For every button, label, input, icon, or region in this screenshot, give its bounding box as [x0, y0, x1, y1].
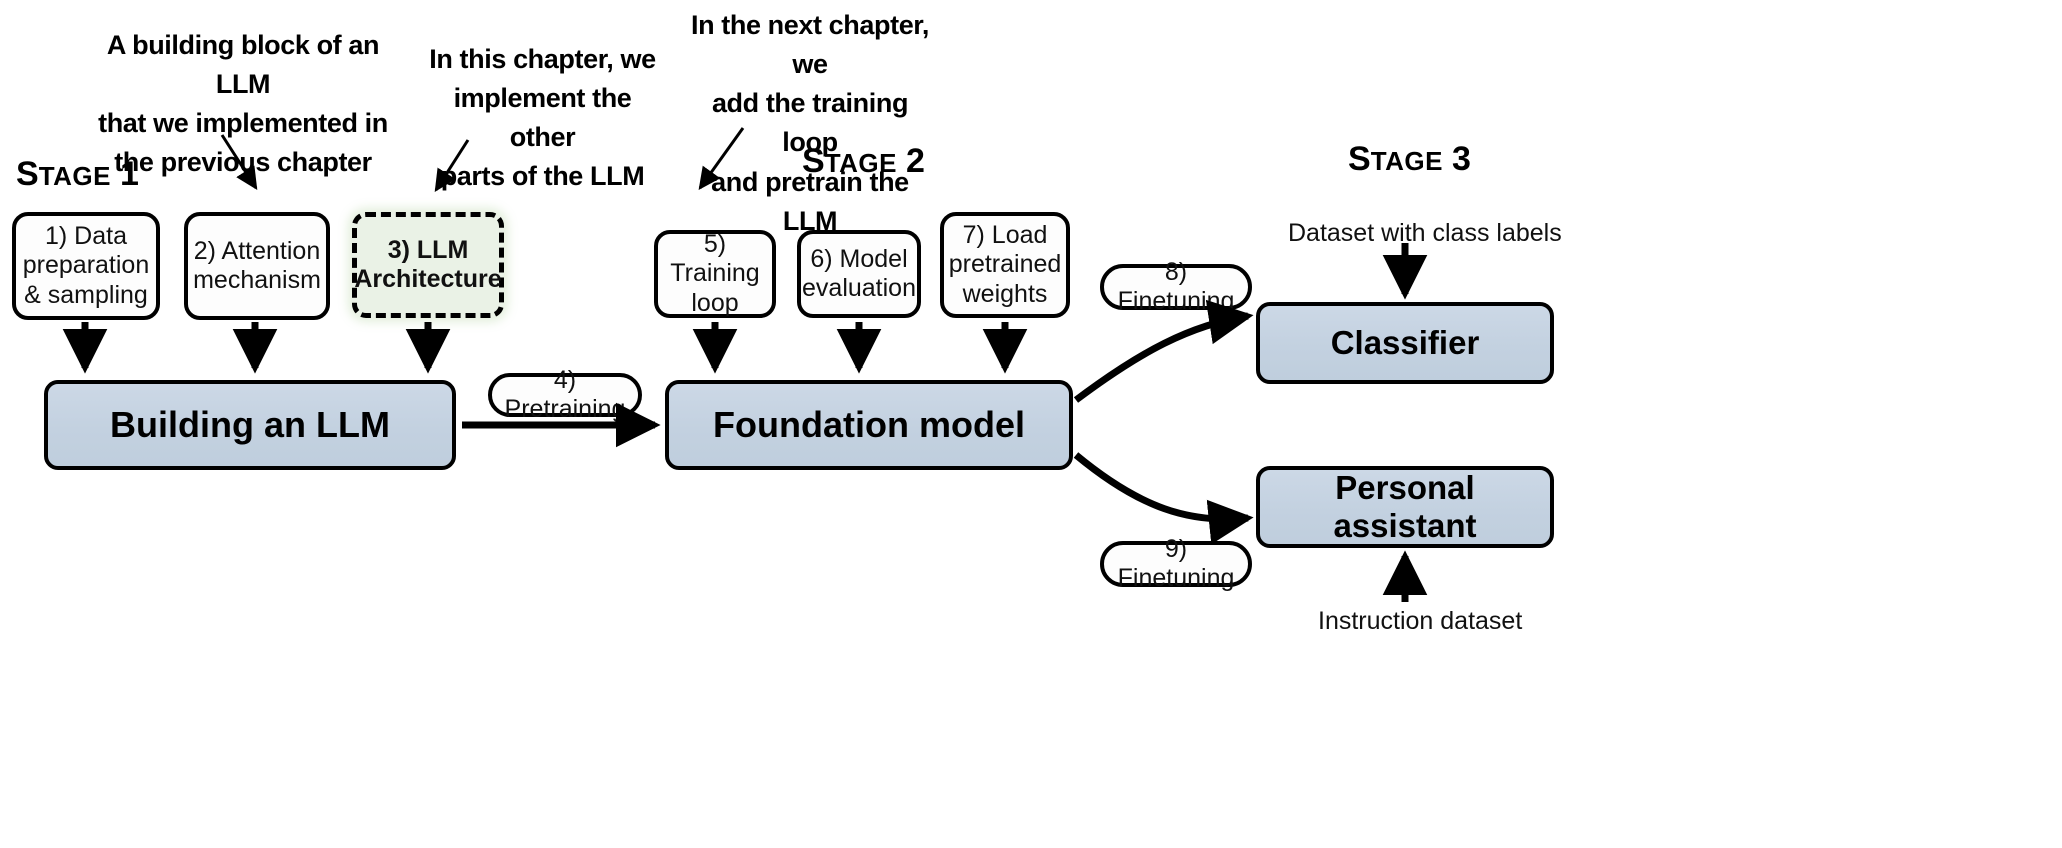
stage-1-number: 1: [119, 155, 139, 193]
callout-building-block: A building block of an LLM that we imple…: [98, 30, 388, 178]
outcome-box-foundation-model[interactable]: Foundation model: [665, 380, 1073, 470]
caption-dataset-with-class-labels: Dataset with class labels: [1288, 219, 1562, 247]
outcome-box-building-an-llm[interactable]: Building an LLM: [44, 380, 456, 470]
stage-2-word: TAGE: [824, 148, 897, 178]
stage-2-initial: S: [802, 142, 825, 180]
callout-next-chapter: In the next chapter, we add the training…: [690, 10, 930, 236]
outcome-box-classifier[interactable]: Classifier: [1256, 302, 1554, 384]
step-box-8-finetuning[interactable]: 8) Finetuning: [1100, 258, 1252, 315]
stage-2-heading: S TAGE 2: [802, 142, 925, 181]
stage-2-number: 2: [905, 142, 925, 180]
step-box-6-model-evaluation[interactable]: 6) Model evaluation: [797, 230, 921, 318]
stage-1-initial: S: [16, 155, 39, 193]
stage-3-initial: S: [1348, 140, 1371, 178]
stage-1-heading: S TAGE 1: [16, 155, 139, 194]
stage-3-heading: S TAGE 3: [1348, 140, 1471, 179]
step-box-5-training-loop[interactable]: 5) Training loop: [654, 230, 776, 318]
step-box-1-data-preparation[interactable]: 1) Data preparation & sampling: [12, 212, 160, 320]
stage-1-word: TAGE: [38, 161, 111, 191]
arrow-foundation-model-to-personal-assistant: [1073, 452, 1254, 545]
stage-3-number: 3: [1451, 140, 1471, 178]
callout-this-chapter: In this chapter, we implement the other …: [429, 44, 656, 192]
step-box-7-load-pretrained-weights[interactable]: 7) Load pretrained weights: [940, 212, 1070, 318]
step-box-9-finetuning[interactable]: 9) Finetuning: [1100, 535, 1252, 592]
step-box-4-pretraining[interactable]: 4) Pretraining: [488, 366, 642, 423]
outcome-box-personal-assistant[interactable]: Personal assistant: [1256, 466, 1554, 548]
step-box-2-attention-mechanism[interactable]: 2) Attention mechanism: [184, 212, 330, 320]
caption-instruction-dataset: Instruction dataset: [1318, 607, 1523, 635]
arrow-foundation-model-to-classifier: [1073, 299, 1254, 403]
stage-3-word: TAGE: [1370, 146, 1443, 176]
step-box-3-llm-architecture[interactable]: 3) LLM Architecture: [352, 212, 504, 318]
